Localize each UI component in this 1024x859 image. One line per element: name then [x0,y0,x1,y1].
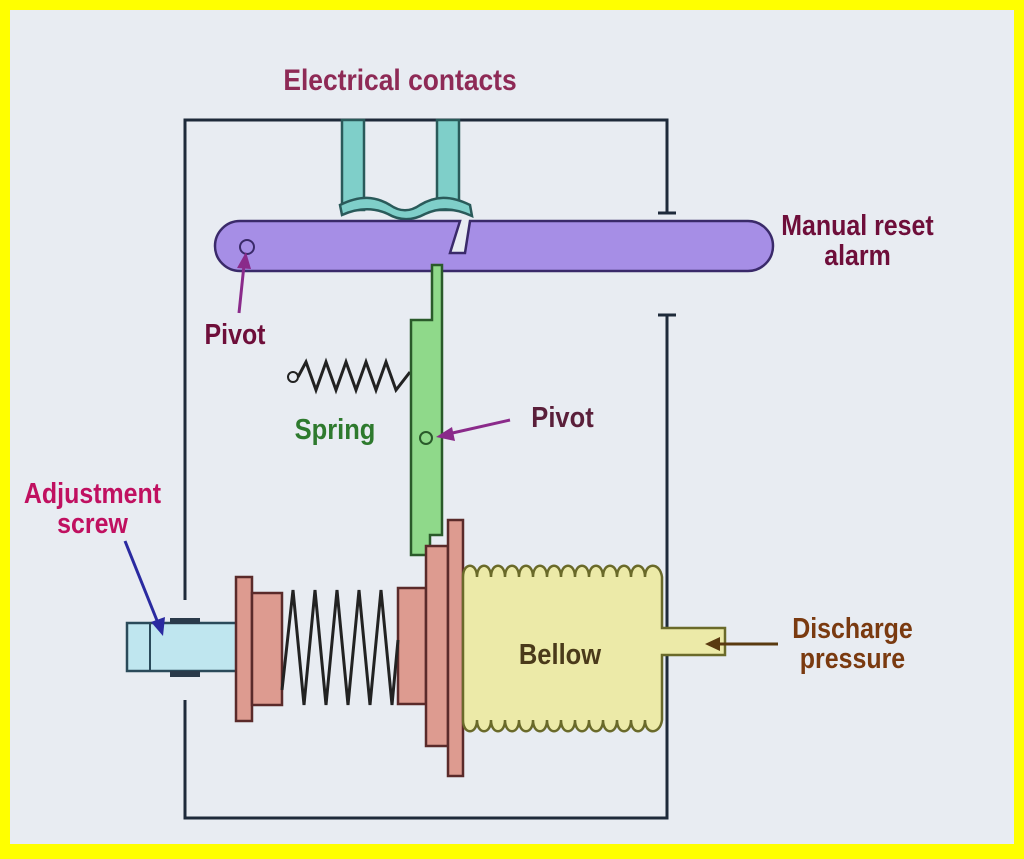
flanges [234,518,465,778]
arrow-discharge [705,637,778,651]
small-spring [287,357,412,395]
label-discharge-line1: Discharge [792,613,913,645]
label-manual-reset-line1: Manual reset [781,210,934,242]
label-adjustment-screw: Adjustment screw [17,479,168,539]
arm-pivot-pin [419,431,433,445]
arrow-pivot-mid [436,418,511,441]
label-manual-reset-alarm: Manual reset alarm [774,211,942,271]
main-spring [280,589,400,706]
label-discharge-pressure: Discharge pressure [786,614,919,674]
green-arm [409,263,444,557]
adjustment-screw [125,618,239,677]
label-pivot-mid: Pivot [521,403,605,433]
label-pivot-top: Pivot [196,320,273,350]
label-bellow-text: Bellow [518,639,602,671]
label-electrical-contacts: Electrical contacts [268,66,532,96]
label-spring: Spring [291,415,379,445]
bellow [461,564,727,733]
label-adjustment-line2: screw [57,508,128,540]
label-spring-text: Spring [294,414,376,446]
arrow-pivot-top [237,252,251,314]
reset-lever [213,219,775,273]
housing-frame [183,118,676,820]
label-bellow: Bellow [507,640,613,670]
label-pivot-top-text: Pivot [204,319,266,351]
label-manual-reset-line2: alarm [824,240,891,272]
label-electrical-contacts-text: Electrical contacts [283,64,517,97]
label-pivot-mid-text: Pivot [531,402,594,434]
label-adjustment-line1: Adjustment [23,478,162,510]
lever-pivot-pin [239,239,255,255]
label-discharge-line2: pressure [799,643,906,675]
arrow-adjustment [123,540,165,636]
